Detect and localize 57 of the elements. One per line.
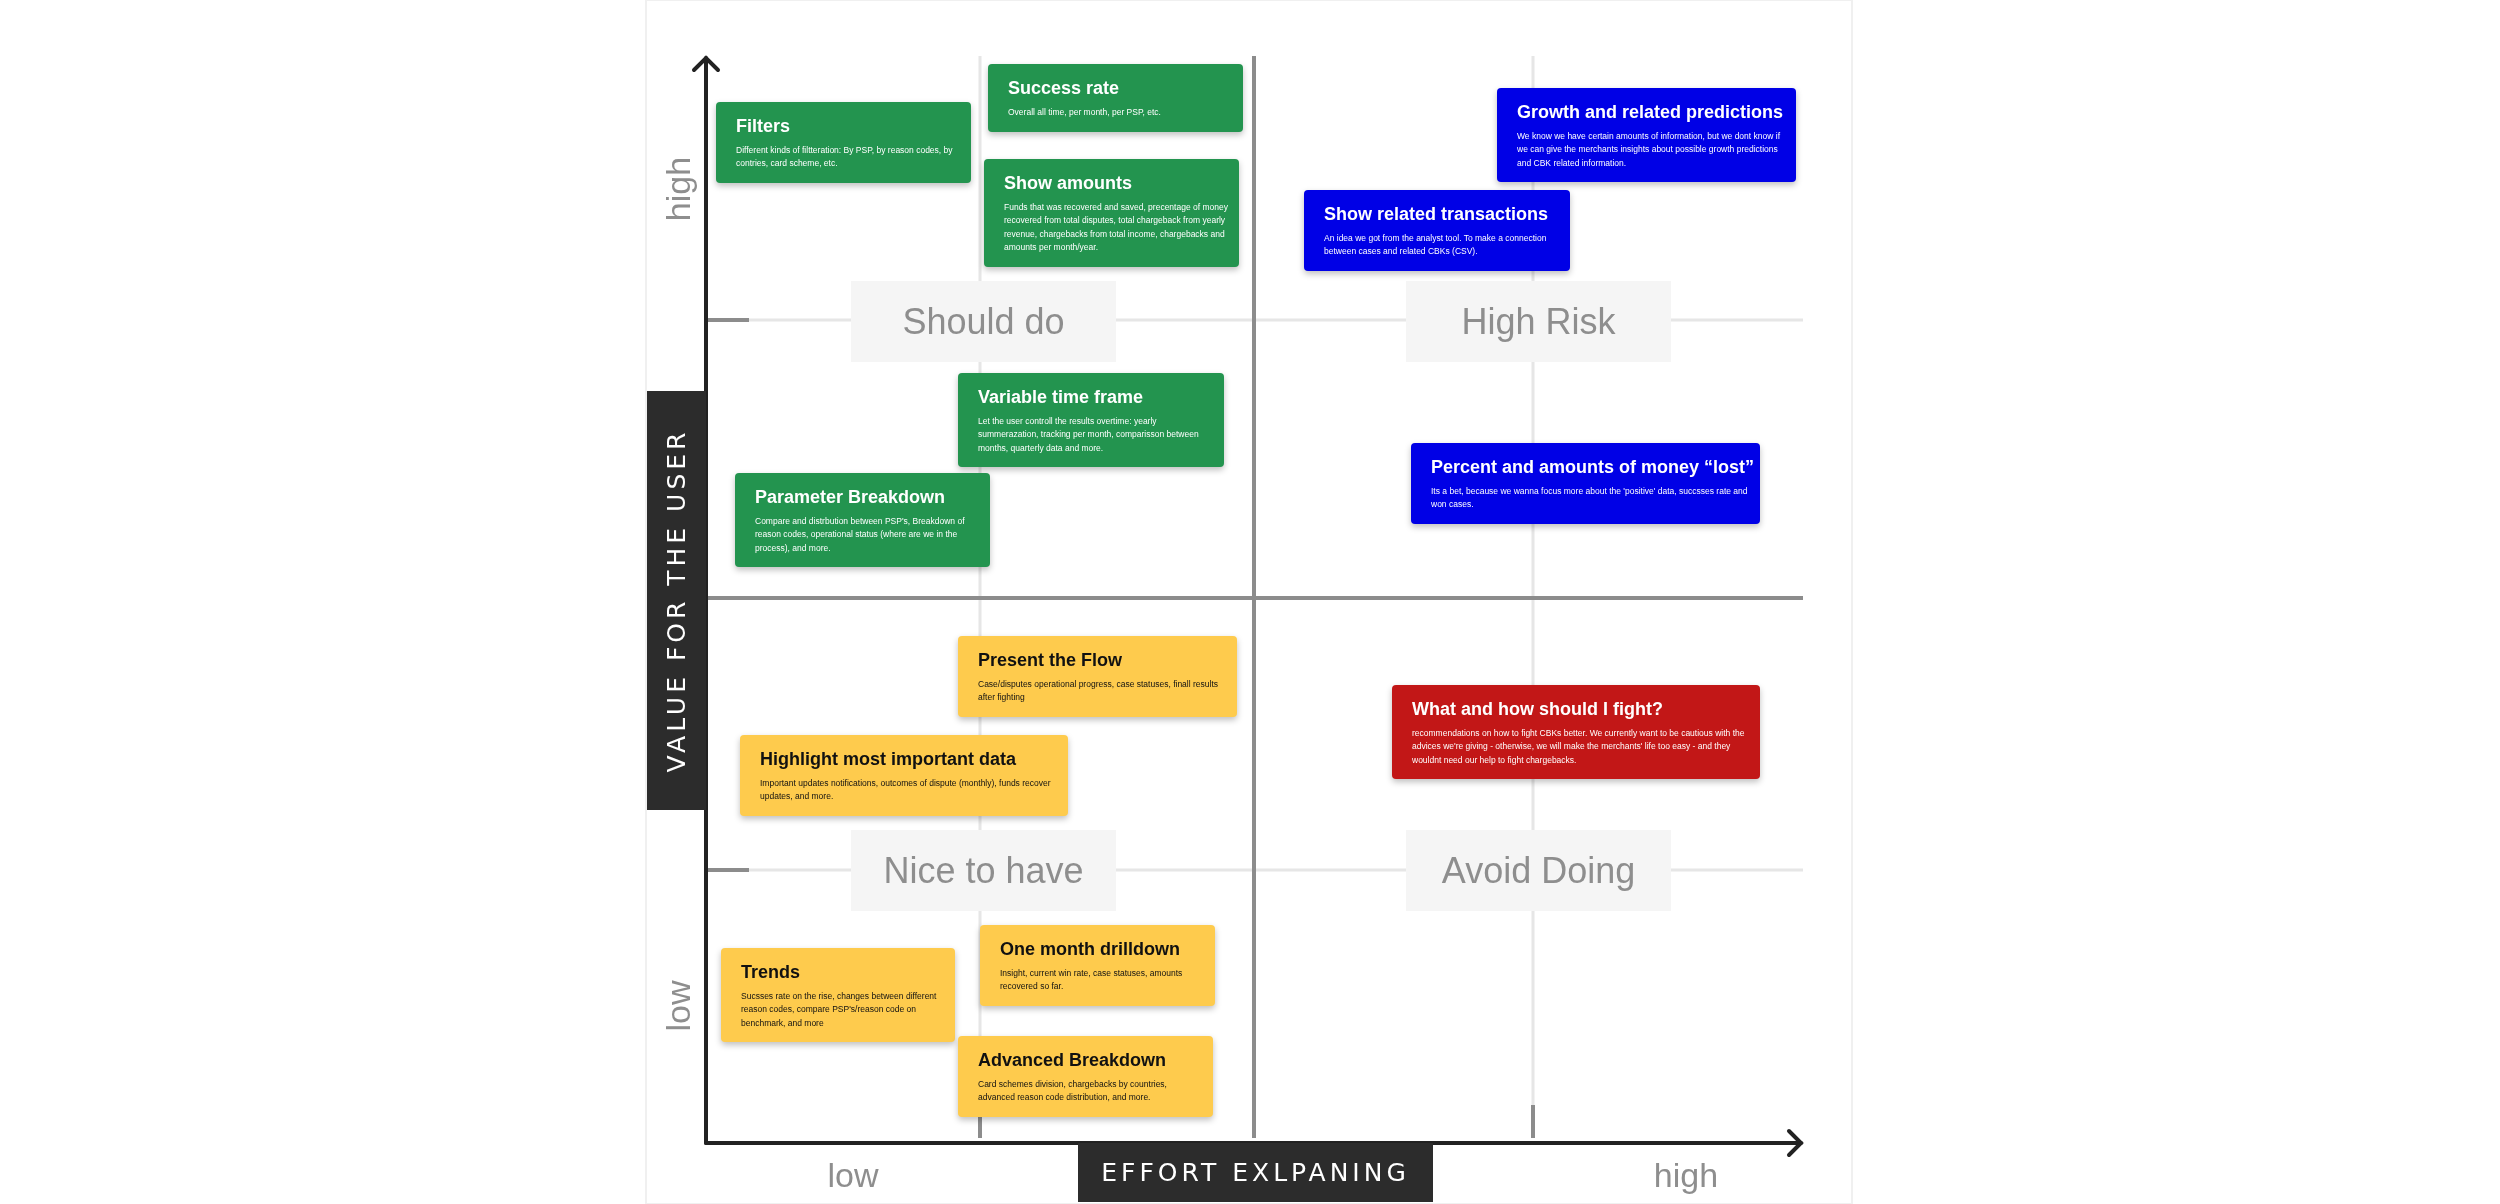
card-description: recommendations on how to fight CBKs better. We currently want to be cautious with the advices we're giving - otherwise, we will make the merchants' life too easy - and they wouldnt need our help to fight chargebacks. <box>1412 726 1746 767</box>
card-description: Compare and distrbution between PSP's, Breakdown of reason codes, operational status (where are we in the process), and more. <box>755 514 966 555</box>
should-do-card <box>984 159 1239 267</box>
card-description: Funds that was recovered and saved, precentage of money recovered from total disputes, total chargeback from yearly revenue, chargebacks from total income, chargebacks and amounts per month/year. <box>1004 200 1229 255</box>
axis-title: VALUE FOR THE USER <box>662 428 691 773</box>
quadrant-label: High Risk <box>1461 300 1616 343</box>
card-description: Different kinds of filtteration: By PSP, by reason codes, by contries, card scheme, etc. <box>736 143 954 171</box>
quadrant-label: Nice to have <box>883 849 1084 892</box>
card-title: Variable time frame <box>978 387 1145 409</box>
card-title: Advanced Breakdown <box>978 1050 1168 1072</box>
nice-to-have-card <box>958 1036 1213 1117</box>
card-description: We know we have certain amounts of information, but we dont know if we can give the merchants insights about possible growth predictions and CBK related information. <box>1517 129 1781 170</box>
quadrant-label-panel <box>851 830 1116 911</box>
quadrant-label-panel <box>1406 830 1671 911</box>
card-title: What and how should I fight? <box>1412 699 1664 721</box>
should-do-card <box>735 473 990 568</box>
should-do-card <box>958 373 1224 468</box>
axis-tick-label: low <box>658 980 698 1032</box>
card-title: Show amounts <box>1004 173 1133 195</box>
card-description: Overall all time, per month, per PSP, etc. <box>1008 105 1162 119</box>
card-title: Present the Flow <box>978 650 1124 672</box>
axis-tick-label: high <box>1653 1155 1719 1195</box>
quadrant-label-panel <box>851 281 1116 362</box>
should-do-card <box>988 64 1243 132</box>
card-description: Insight, current win rate, case statuses, amounts recovered so far. <box>1000 966 1184 994</box>
avoid-doing-card <box>1392 685 1760 780</box>
high-risk-card <box>1497 88 1796 183</box>
high-risk-card <box>1411 443 1760 524</box>
nice-to-have-card <box>980 925 1215 1006</box>
should-do-card <box>716 102 971 183</box>
card-description: Its a bet, because we wanna focus more about the 'positive' data, succsses rate and won cases. <box>1431 484 1749 512</box>
card-title: One month drilldown <box>1000 939 1181 961</box>
axis-tick-label: high <box>658 156 698 222</box>
card-title: Show related transactions <box>1324 204 1550 226</box>
card-description: An idea we got from the analyst tool. To make a connection between cases and related CBKs (CSV). <box>1324 231 1548 259</box>
nice-to-have-card <box>958 636 1237 717</box>
card-title: Growth and related predictions <box>1517 102 1785 124</box>
nice-to-have-card <box>740 735 1068 816</box>
card-title: Success rate <box>1008 78 1121 100</box>
quadrant-label-panel <box>1406 281 1671 362</box>
card-description: Case/disputes operational progress, case statuses, finall results after fighting <box>978 677 1219 705</box>
card-title: Highlight most important data <box>760 749 1017 771</box>
card-title: Trends <box>741 962 802 984</box>
card-description: Important updates notifications, outcomes of dispute (monthly), funds recover updates, and more. <box>760 776 1052 804</box>
axis-title-band <box>647 391 706 810</box>
card-description: Card schemes division, chargebacks by countries, advanced reason code distribution, and more. <box>978 1077 1168 1105</box>
nice-to-have-card <box>721 948 955 1043</box>
quadrant-label: Should do <box>902 300 1065 343</box>
quadrant-label: Avoid Doing <box>1441 849 1636 892</box>
card-description: Sucsses rate on the rise, changes between different reason codes, compare PSP's/reason code on benchmark, and more <box>741 989 938 1030</box>
axis-tick-label: low <box>827 1155 879 1195</box>
card-title: Parameter Breakdown <box>755 487 947 509</box>
high-risk-card <box>1304 190 1570 271</box>
axis-title: EFFORT EXLPANING <box>1101 1158 1410 1187</box>
card-description: Let the user controll the results overtime: yearly summerazation, tracking per month, comparisson between months, quarterly data and more. <box>978 414 1200 455</box>
axis-title-band <box>1078 1143 1433 1202</box>
card-title: Filters <box>736 116 792 138</box>
